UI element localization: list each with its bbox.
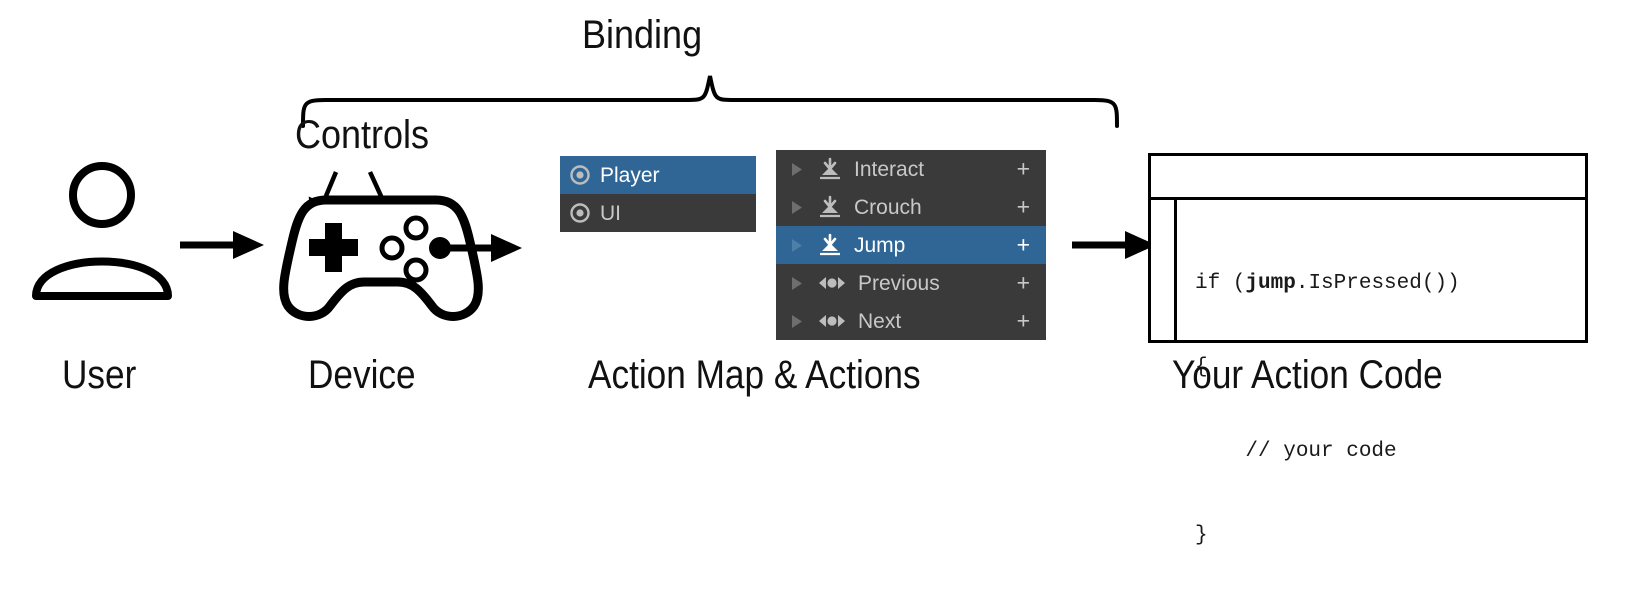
code-line: } [1195, 522, 1585, 550]
user-icon [32, 162, 172, 300]
action-row-next[interactable]: Next + [776, 302, 1046, 340]
chevron-right-icon[interactable] [790, 200, 804, 215]
code-line-pre: // your code [1195, 440, 1397, 463]
add-binding-button[interactable]: + [1016, 155, 1030, 182]
action-label: Next [858, 309, 902, 333]
action-label: Previous [858, 271, 940, 295]
code-line: if (jump.IsPressed()) [1195, 270, 1585, 298]
action-row-crouch[interactable]: Crouch + [776, 188, 1046, 226]
button-action-icon [818, 195, 842, 218]
action-map-icon [570, 165, 590, 185]
action-map-row-player[interactable]: Player [560, 156, 756, 194]
action-label: Interact [854, 157, 925, 181]
add-binding-button[interactable]: + [1016, 193, 1030, 220]
button-action-icon [818, 157, 842, 180]
axis-action-icon [818, 275, 846, 291]
code-line: { [1195, 354, 1585, 382]
axis-action-icon [818, 313, 846, 329]
code-window[interactable]: if (jump.IsPressed()) { // your code } [1148, 153, 1588, 547]
add-binding-button[interactable]: + [1016, 269, 1030, 296]
action-row-previous[interactable]: Previous + [776, 264, 1046, 302]
action-label: Jump [854, 233, 906, 257]
action-map-icon [570, 203, 590, 223]
chevron-right-icon[interactable] [790, 162, 804, 177]
add-binding-button[interactable]: + [1016, 231, 1030, 258]
action-label: Crouch [854, 195, 922, 219]
chevron-right-icon[interactable] [790, 276, 804, 291]
arrow-device-to-actions [436, 234, 522, 262]
stage-label-code: Your Action Code [1172, 353, 1443, 397]
chevron-right-icon[interactable] [790, 314, 804, 329]
action-map-label: UI [600, 201, 621, 225]
code-gutter [1151, 200, 1177, 340]
binding-label: Binding [582, 13, 703, 57]
button-action-icon [818, 233, 842, 256]
code-window-body: if (jump.IsPressed()) { // your code } [1151, 200, 1585, 547]
code-line-post: .IsPressed()) [1295, 272, 1460, 295]
action-map-panel[interactable]: Player UI [560, 156, 756, 232]
arrow-actions-to-code [1072, 231, 1156, 259]
action-row-interact[interactable]: Interact + [776, 150, 1046, 188]
code-text[interactable]: if (jump.IsPressed()) { // your code } [1177, 200, 1585, 547]
stage-label-device: Device [308, 353, 416, 397]
arrow-user-to-device [180, 231, 264, 259]
controls-label: Controls [295, 113, 430, 157]
stage-label-actions: Action Map & Actions [588, 353, 921, 397]
code-line-pre: } [1195, 524, 1208, 547]
actions-panel[interactable]: Interact + Crouch + [776, 150, 1046, 340]
code-line: // your code [1195, 438, 1585, 466]
binding-brace [301, 75, 1119, 128]
action-row-jump[interactable]: Jump + [776, 226, 1046, 264]
code-window-titlebar [1151, 156, 1585, 200]
code-line-bold: jump [1245, 272, 1296, 295]
code-line-pre: if ( [1195, 272, 1246, 295]
stage-label-user: User [62, 353, 137, 397]
diagram-canvas: Binding Controls [32, 13, 1588, 547]
add-binding-button[interactable]: + [1016, 307, 1030, 334]
code-line-pre: { [1195, 356, 1208, 379]
chevron-right-icon[interactable] [790, 238, 804, 253]
action-map-label: Player [600, 163, 660, 187]
action-map-row-ui[interactable]: UI [560, 194, 756, 232]
